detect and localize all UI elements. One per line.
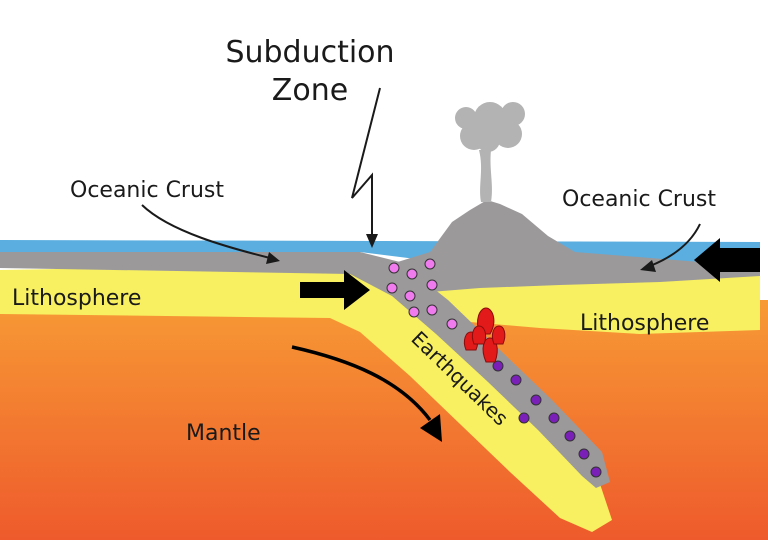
mantle-flow-arrowhead [420, 414, 442, 442]
plate-motion-arrow-left [300, 270, 370, 310]
oceanic-crust-left-pointer-head [266, 252, 280, 264]
oceanic-crust-left-pointer [141, 204, 271, 259]
earthquake-marker [426, 279, 438, 291]
earthquake-marker [426, 304, 438, 316]
oceanic-crust-right-pointer-head [640, 260, 656, 272]
title-line-1: Subduction [225, 35, 394, 70]
subduction-zone-pointer-head [366, 234, 378, 248]
magma-droplet [491, 325, 506, 345]
label-oceanic-crust-right: Oceanic Crust [562, 187, 716, 212]
earthquake-marker [424, 258, 436, 270]
earthquake-marker [564, 430, 576, 442]
lithosphere-left [0, 264, 612, 532]
earthquake-marker [408, 306, 420, 318]
magma-droplet [471, 325, 487, 345]
earthquake-marker [406, 268, 418, 280]
earthquake-marker [492, 360, 504, 372]
ash-cloud [455, 102, 525, 152]
mantle-flow-arrow [291, 345, 432, 422]
oceanic-crust-right-pointer [649, 223, 701, 267]
label-lithosphere-left: Lithosphere [12, 286, 141, 311]
earthquake-marker [388, 262, 400, 274]
label-oceanic-crust-left: Oceanic Crust [70, 178, 224, 203]
oceanic-crust-left [0, 252, 610, 488]
earthquake-marker [404, 290, 416, 302]
plate-motion-arrow-right [694, 238, 760, 282]
earthquake-markers [386, 258, 602, 478]
subduction-zone-pointer [351, 87, 381, 240]
label-mantle: Mantle [186, 421, 261, 446]
earthquake-marker [548, 412, 560, 424]
eruption-column [479, 150, 492, 202]
magma-droplets [463, 307, 506, 363]
earthquake-marker [446, 318, 458, 330]
earthquake-marker [530, 394, 542, 406]
oceanic-crust-right [378, 200, 760, 292]
earthquake-marker [518, 412, 530, 424]
earthquake-marker [590, 466, 602, 478]
earthquake-marker [386, 282, 398, 294]
earthquake-marker [510, 374, 522, 386]
earthquake-marker [578, 448, 590, 460]
label-lithosphere-right: Lithosphere [580, 311, 709, 336]
title-line-2: Zone [272, 73, 348, 108]
